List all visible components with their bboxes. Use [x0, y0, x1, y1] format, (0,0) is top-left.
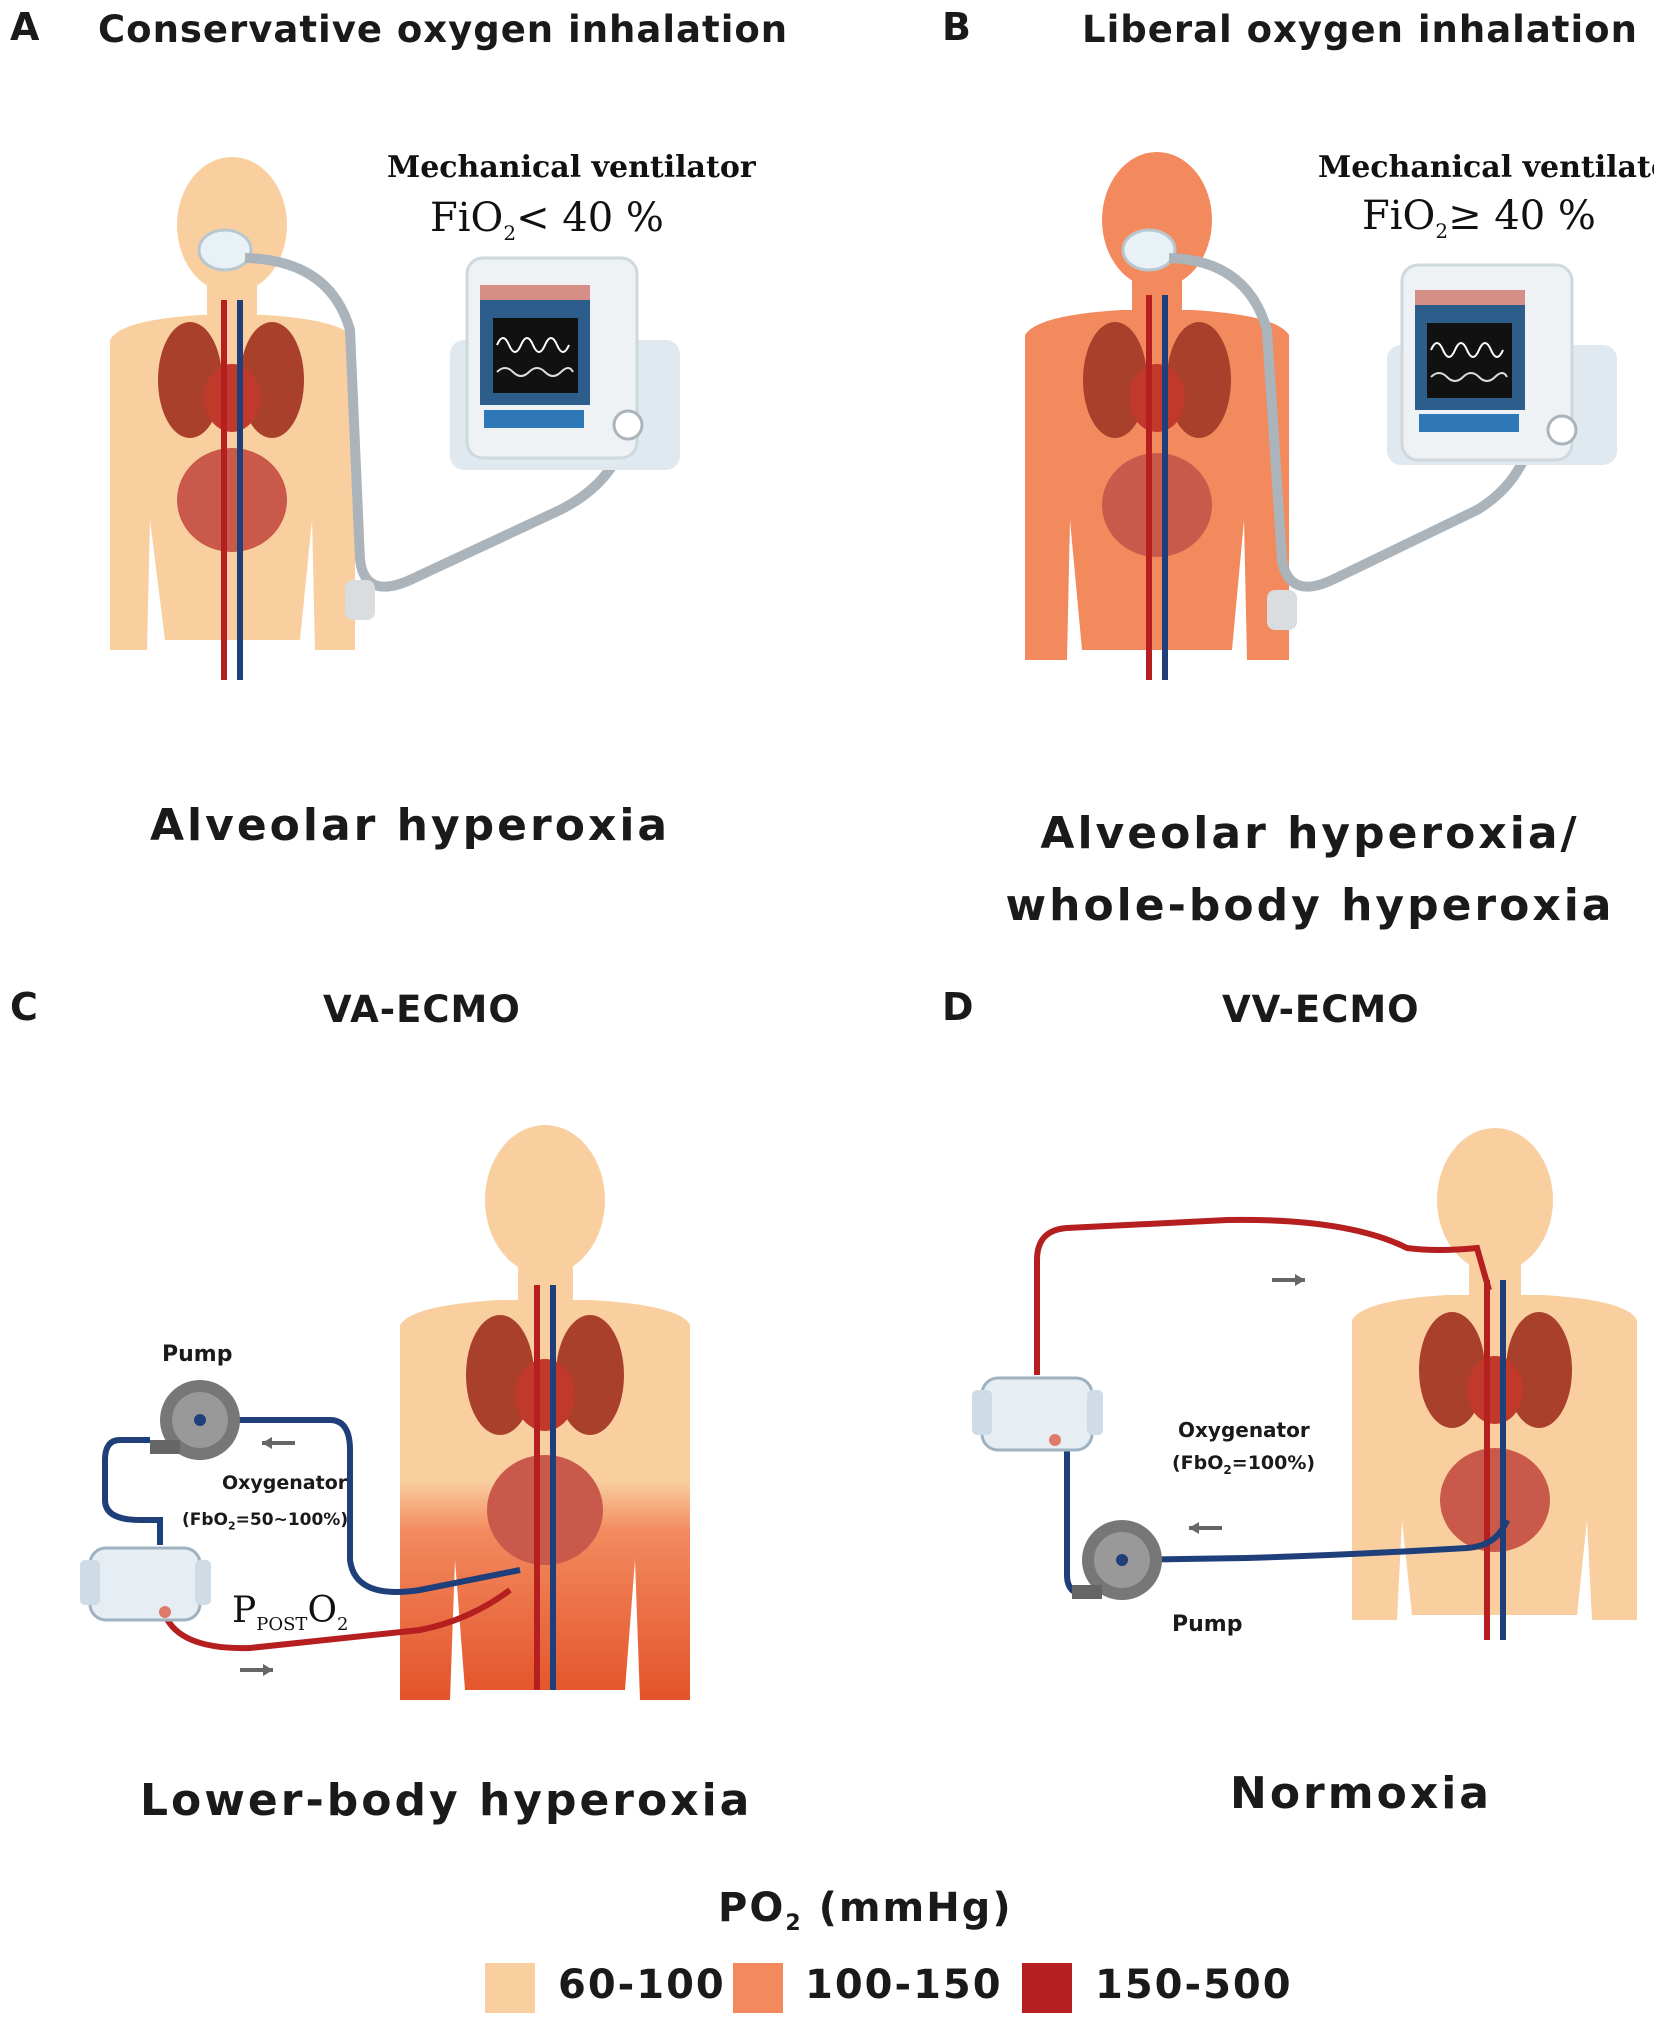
panel-a-fio2: FiO2< 40 %: [430, 195, 664, 245]
legend-title-sub: 2: [785, 1911, 803, 1936]
legend-label-100-150: 100-150: [805, 1962, 1003, 2008]
panel-d-drainage-line: [1119, 1518, 1510, 1563]
panel-d-title: VV-ECMO: [1222, 988, 1420, 1031]
legend-label-60-100: 60-100: [558, 1962, 726, 2008]
panel-a-ventilator: [450, 256, 680, 470]
panel-b-fio2: FiO2≥ 40 %: [1362, 193, 1596, 243]
panel-d-pump-label: Pump: [1172, 1612, 1243, 1637]
panel-c-pump-to-oxygenator-line: [102, 1437, 163, 1545]
panel-b-body: [1025, 152, 1289, 680]
panel-c-illustration: [80, 1125, 690, 1700]
panel-d-illustration: [972, 1128, 1637, 1640]
ppost-p: P: [232, 1590, 257, 1631]
panel-c-arrows: [240, 1437, 295, 1676]
legend-title-pre: PO: [718, 1885, 786, 1931]
panel-c-ppost-o2-label: PPOSTO2: [232, 1590, 348, 1635]
panel-d-fbo2-label: (FbO2=100%): [1172, 1452, 1315, 1477]
panel-a-letter: A: [10, 5, 40, 49]
ppost-o-sub: 2: [336, 1614, 349, 1636]
fio2-base: FiO: [1362, 193, 1436, 239]
fbo2-pre: (FbO: [1172, 1452, 1224, 1474]
panel-d-letter: D: [942, 985, 974, 1029]
legend-swatch-60-100: [485, 1963, 535, 2013]
panel-b-caption-line2: whole-body hyperoxia: [1005, 880, 1615, 931]
panel-b-title: Liberal oxygen inhalation: [1082, 8, 1638, 51]
panel-d-oxygenator-label: Oxygenator: [1178, 1418, 1310, 1442]
fbo2-sub: 2: [228, 1519, 236, 1533]
panel-d-arrows: [1189, 1274, 1305, 1534]
panel-c-pump: [150, 1380, 240, 1460]
legend-swatch-150-500: [1022, 1963, 1072, 2013]
panel-a-device-label: Mechanical ventilator: [387, 150, 756, 185]
panel-c-body: [400, 1125, 690, 1700]
panel-a-title: Conservative oxygen inhalation: [98, 8, 789, 51]
panel-c-arterial-line: [162, 1587, 512, 1652]
panel-b-letter: B: [942, 5, 971, 49]
fio2-base: FiO: [430, 195, 504, 241]
panel-b-mask-tube: [1121, 228, 1544, 630]
panel-c-oxygenator: [80, 1546, 211, 1622]
panel-c-fbo2-label: (FbO2=50~100%): [182, 1510, 348, 1532]
legend-label-150-500: 150-500: [1095, 1962, 1293, 2008]
legend-swatch-100-150: [733, 1963, 783, 2013]
ppost-o: O: [307, 1590, 337, 1631]
panel-b-caption-line1: Alveolar hyperoxia/: [1040, 808, 1580, 859]
panel-a-caption: Alveolar hyperoxia: [150, 800, 671, 851]
legend-title-post: (mmHg): [802, 1885, 1013, 1931]
panel-d-return-line: [1034, 1216, 1492, 1375]
panel-b-ventilator: [1387, 263, 1617, 465]
fio2-sub: 2: [503, 221, 517, 245]
panel-d-caption: Normoxia: [1230, 1768, 1492, 1819]
panel-d-body: [1352, 1128, 1637, 1640]
panel-a-illustration: [110, 157, 680, 680]
fio2-rest: ≥ 40 %: [1448, 193, 1596, 239]
fbo2-post: =100%): [1231, 1452, 1316, 1474]
panel-c-venous-line: [200, 1417, 521, 1595]
fbo2-sub: 2: [1223, 1462, 1232, 1477]
panel-c-letter: C: [10, 985, 38, 1029]
panel-d-pump: [1072, 1520, 1162, 1600]
panel-c-oxygenator-label: Oxygenator: [222, 1472, 348, 1494]
panel-c-title: VA-ECMO: [323, 988, 521, 1031]
panel-b-illustration: [1025, 152, 1617, 680]
fbo2-pre: (FbO: [182, 1510, 229, 1530]
fbo2-post: =50~100%): [235, 1510, 349, 1530]
fio2-sub: 2: [1435, 219, 1449, 243]
legend-title: PO2 (mmHg): [718, 1885, 1013, 1936]
ppost-sub: POST: [256, 1614, 308, 1636]
panel-c-pump-label: Pump: [162, 1342, 233, 1367]
panel-b-device-label: Mechanical ventilator: [1318, 150, 1654, 185]
fio2-rest: < 40 %: [516, 195, 664, 241]
panel-c-caption: Lower-body hyperoxia: [140, 1775, 753, 1826]
panel-d-oxygenator: [972, 1376, 1103, 1452]
